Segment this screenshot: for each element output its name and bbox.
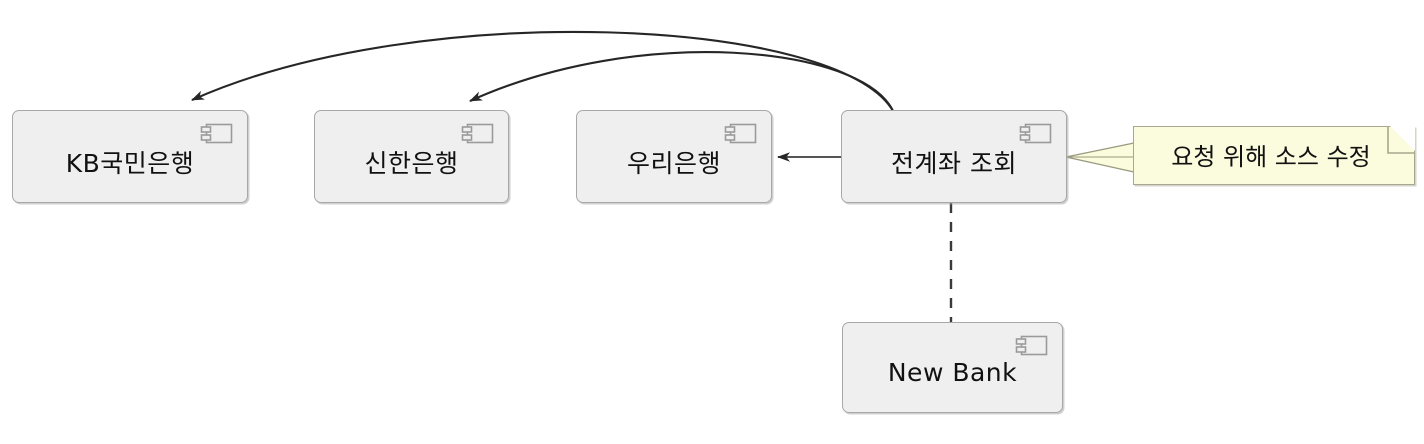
component-label: 우리은행 <box>626 149 721 178</box>
note-label: 요청 위해 소스 수정 <box>1171 142 1371 171</box>
component-new-bank[interactable]: New Bank <box>842 322 1063 413</box>
component-icon <box>724 123 757 144</box>
component-label: 전계좌 조회 <box>891 149 1017 178</box>
component-woori[interactable]: 우리은행 <box>576 110 772 203</box>
component-label: New Bank <box>887 358 1018 387</box>
edge-inquiry-to-kb <box>191 30 894 112</box>
component-icon <box>200 123 233 144</box>
component-shinhan[interactable]: 신한은행 <box>314 110 509 203</box>
component-label: KB국민은행 <box>65 149 195 178</box>
note-fold-edge-icon <box>1387 127 1414 154</box>
edge-inquiry-to-shinhan <box>469 51 894 112</box>
note-source-modification[interactable]: 요청 위해 소스 수정 <box>1133 126 1415 185</box>
component-icon <box>461 123 494 144</box>
component-icon <box>1019 123 1052 144</box>
component-label: 신한은행 <box>364 149 459 178</box>
component-kb[interactable]: KB국민은행 <box>12 110 248 203</box>
component-icon <box>1015 335 1048 356</box>
component-all-account-inquiry[interactable]: 전계좌 조회 <box>841 110 1067 203</box>
